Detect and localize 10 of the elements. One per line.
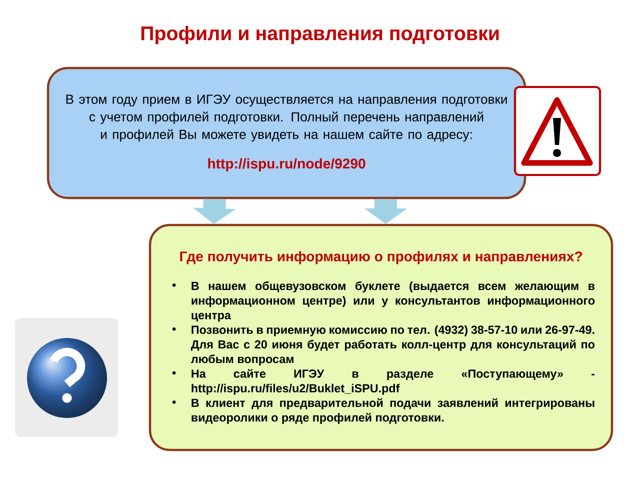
- heading: Где получить информацию о профилях и направлениях?: [180, 251, 582, 264]
- intro-text: В этом году прием в ИГЭУ осуществляется на направления подготовки с учетом профилей подготовки. Полный перечень направлений и профилей Вы можете увидеть на нашем сайте по адресу:: [66, 94, 507, 142]
- bullet-item: На сайте ИГЭУ в разделе «Поступающему» - http://ispu.ru/files/u2/Buklet_iSPU.pdf: [172, 368, 595, 395]
- info-box: [148, 224, 614, 452]
- bullet-item: В нашем общевузовском буклете (выдается всем желающим в информационном центре) или у консультантов информационного центра: [172, 281, 595, 322]
- url-link: http://ispu.ru/node/9290: [208, 158, 366, 172]
- info-box: [46, 66, 526, 200]
- bullet-item: В клиент для предварительной подачи заявлений интегрированы видеоролики о ряде профилей подготовки.: [172, 398, 594, 424]
- title: Профили и направления подготовки: [141, 26, 499, 44]
- bullet-item: Позвонить в приемную комиссию по тел. (4932) 38-57-10 или 26-97-49. Для Вас с 20 июня будет работать колл-центр для консультаций по любым вопросам: [172, 325, 594, 366]
